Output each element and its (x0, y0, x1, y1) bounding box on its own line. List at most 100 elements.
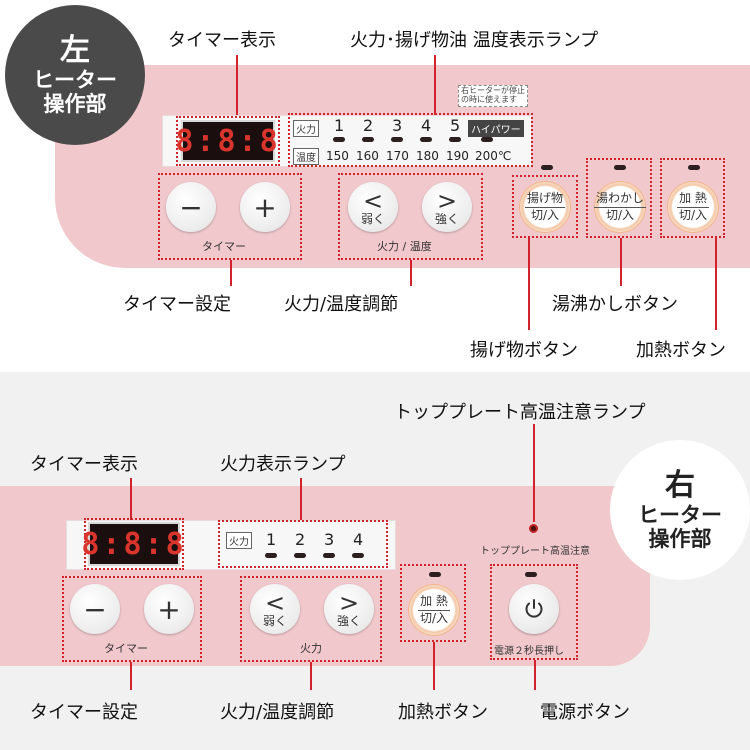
callout-power-temp-lamp: 火力･揚げ物油 温度表示ランプ (350, 30, 599, 51)
callout-box (288, 113, 533, 167)
power-lamp (525, 572, 537, 577)
callout-box (586, 158, 652, 238)
weaker-button-content: < 弱く (361, 189, 385, 225)
leader-line (715, 238, 717, 330)
callout-power-temp-adjust: 火力/温度調節 (220, 702, 335, 723)
power-label: 火力 (293, 120, 319, 137)
callout-box (158, 173, 302, 260)
power-level-1: 1 (266, 530, 277, 549)
timer-minus-button[interactable]: − (70, 584, 120, 634)
callout-box (400, 564, 466, 642)
leader-line (434, 55, 436, 115)
power-button-caption: 電源２秒長押し (494, 646, 564, 657)
callout-box (176, 116, 280, 166)
stronger-button[interactable]: > 強く (422, 182, 472, 232)
leader-line (534, 660, 536, 690)
temp-190: 190 (446, 149, 469, 163)
badge-line2: ヒーター (638, 503, 722, 528)
stronger-button[interactable]: > 強く (324, 584, 374, 634)
badge-line3: 操作部 (43, 92, 107, 117)
weaker-button[interactable]: < 弱く (250, 584, 300, 634)
callout-boil-button: 湯沸かしボタン (552, 294, 678, 315)
lamp-indicator (265, 553, 277, 558)
power-level-1: 1 (334, 116, 345, 135)
power-level-4: 4 (421, 116, 432, 135)
power-level-3: 3 (392, 116, 403, 135)
callout-power-temp-adjust: 火力/温度調節 (284, 294, 399, 315)
boil-button[interactable]: 湯わかし 切/入 (594, 181, 646, 233)
heat-top: 加 熱 (418, 594, 450, 611)
power-temp-caption: 火力 / 温度 (377, 240, 432, 253)
lamp-indicator (294, 553, 306, 558)
fry-top: 揚げ物 (524, 191, 565, 208)
timer-plus-button[interactable]: + (240, 182, 290, 232)
weaker-label: 弱く (262, 614, 287, 628)
callout-box (512, 175, 578, 238)
power-label: 火力 (226, 532, 252, 549)
callout-box (490, 564, 578, 660)
lamp-indicator (481, 137, 493, 142)
leader-line (533, 424, 535, 522)
leader-line (130, 478, 132, 520)
callout-fry-button: 揚げ物ボタン (470, 340, 578, 361)
temp-200: 200℃ (475, 149, 512, 163)
leader-line (236, 55, 238, 117)
boil-bottom: 切/入 (605, 207, 635, 222)
callout-timer-setting: タイマー設定 (123, 294, 231, 315)
stronger-symbol: > (436, 187, 458, 215)
lamp-indicator (352, 553, 364, 558)
callout-heat-button: 加熱ボタン (398, 702, 488, 723)
badge-line1: 左 (60, 32, 90, 68)
temp-160: 160 (356, 149, 379, 163)
leader-line (620, 238, 622, 286)
left-heater-badge: 左 ヒーター 操作部 (5, 5, 145, 145)
boil-lamp (614, 165, 626, 170)
power-icon (525, 599, 543, 618)
power-level-4: 4 (353, 530, 364, 549)
heat-button[interactable]: 加 熱 切/入 (408, 584, 460, 636)
badge-line3: 操作部 (648, 527, 712, 552)
heat-lamp (429, 572, 441, 577)
callout-box (84, 518, 184, 570)
leader-line (528, 238, 530, 330)
timer-plus-button[interactable]: + (144, 584, 194, 634)
right-heater-note: 右ヒーターが停止 の時に使えます (458, 85, 528, 107)
callout-timer-display: タイマー表示 (30, 454, 138, 475)
weaker-label: 弱く (360, 212, 385, 226)
fry-button[interactable]: 揚げ物 切/入 (519, 181, 571, 233)
stronger-label: 強く (434, 212, 459, 226)
heat-bottom: 切/入 (678, 207, 708, 222)
callout-top-plate-lamp: トッププレート高温注意ランプ (394, 402, 646, 423)
temp-180: 180 (416, 149, 439, 163)
lamp-indicator (449, 137, 461, 142)
stronger-symbol: > (338, 589, 360, 617)
heat-bottom: 切/入 (419, 610, 449, 625)
leader-line (230, 260, 232, 286)
power-button[interactable] (509, 584, 559, 634)
leader-line (433, 642, 435, 690)
weaker-button[interactable]: < 弱く (348, 182, 398, 232)
stronger-button-content: > 強く (435, 189, 459, 225)
lamp-indicator (362, 137, 374, 142)
timer-minus-button[interactable]: − (166, 182, 216, 232)
callout-timer-setting: タイマー設定 (30, 702, 138, 723)
timer-caption: タイマー (202, 240, 246, 253)
lamp-indicator (333, 137, 345, 142)
stronger-label: 強く (336, 614, 361, 628)
heat-lamp (688, 165, 700, 170)
power-level-5: 5 (450, 116, 461, 135)
power-caption: 火力 (300, 642, 322, 655)
lamp-indicator (391, 137, 403, 142)
lamp-indicator (323, 553, 335, 558)
power-level-2: 2 (295, 530, 306, 549)
heat-button[interactable]: 加 熱 切/入 (667, 181, 719, 233)
callout-box (660, 158, 725, 238)
leader-line (310, 662, 312, 690)
timer-caption: タイマー (104, 642, 148, 655)
note-line1: 右ヒーターが停止 (461, 86, 525, 95)
callout-heat-button: 加熱ボタン (636, 340, 726, 361)
temp-label: 温度 (293, 148, 319, 165)
hipower-label: ハイパワー (468, 120, 524, 137)
power-level-3: 3 (324, 530, 335, 549)
callout-power-button: 電源ボタン (540, 702, 630, 723)
